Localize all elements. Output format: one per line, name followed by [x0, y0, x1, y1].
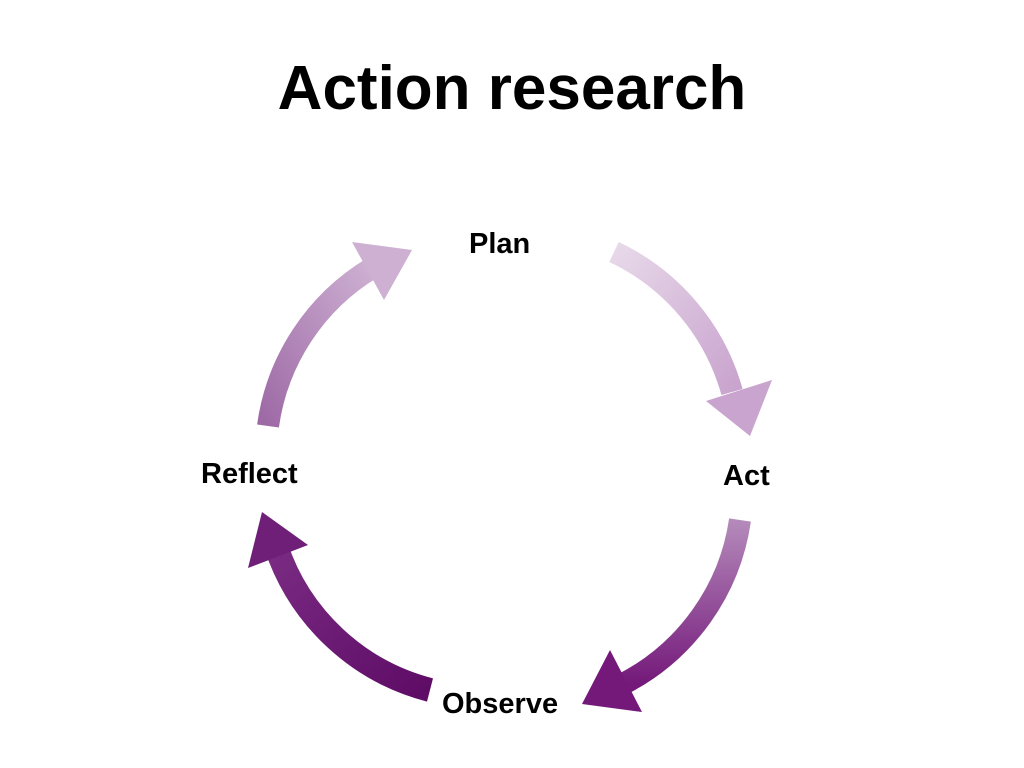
slide-title: Action research	[277, 54, 747, 123]
stage-label-act: Act	[723, 460, 770, 492]
arrow-observe-to-reflect	[248, 512, 434, 702]
stage-label-plan: Plan	[469, 228, 531, 260]
stage-label-reflect: Reflect	[201, 458, 298, 490]
stage-label-observe: Observe	[442, 688, 559, 720]
arrow-plan-to-act	[609, 242, 772, 436]
arrow-act-to-observe	[582, 518, 751, 712]
arrow-reflect-to-plan	[257, 242, 412, 428]
